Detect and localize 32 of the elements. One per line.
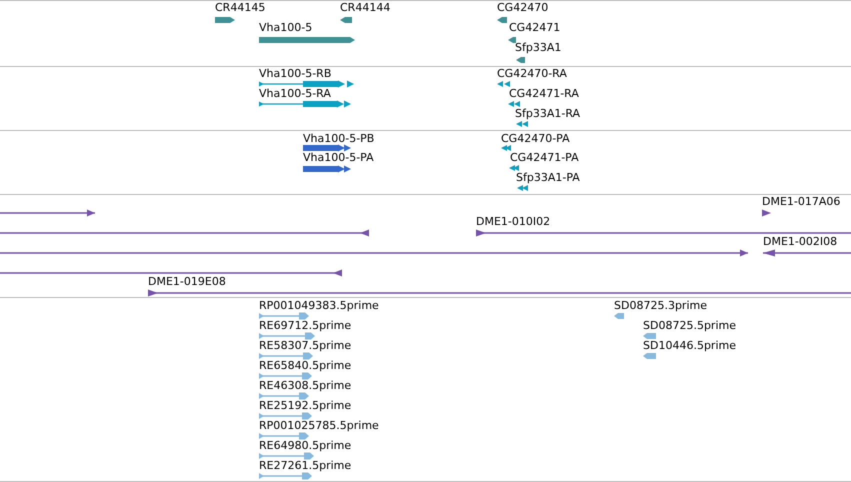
feature-label: CR44145 <box>215 1 266 15</box>
feature-label: SD08725.3prime <box>614 299 707 313</box>
feature-label: DME1-017A06 <box>762 195 840 209</box>
feature-label: RE58307.5prime <box>259 339 352 353</box>
feature-label: SD10446.5prime <box>643 339 736 353</box>
feature-label: Vha100-5-PA <box>303 151 374 165</box>
feature-label: RP001025785.5prime <box>259 419 379 433</box>
feature-label: SD08725.5prime <box>643 319 736 333</box>
feature-label: Vha100-5-PB <box>303 132 374 146</box>
feature-label: RE27261.5prime <box>259 459 352 473</box>
feature-label: DME1-019E08 <box>148 275 226 289</box>
feature-label: Vha100-5 <box>259 21 312 35</box>
feature-label: CG42471-PA <box>510 151 579 165</box>
feature-label: DME1-002I08 <box>763 235 838 249</box>
feature-label: RE64980.5prime <box>259 439 352 453</box>
feature-label: Sfp33A1-RA <box>515 107 580 121</box>
feature-label: CG42471-RA <box>509 87 579 101</box>
feature-label: CG42471 <box>509 21 560 35</box>
feature-label: RE65840.5prime <box>259 359 352 373</box>
feature-label: CG42470 <box>497 1 548 15</box>
feature-label: RE25192.5prime <box>259 399 352 413</box>
feature-label: RE46308.5prime <box>259 379 352 393</box>
feature-label: CG42470-PA <box>501 132 570 146</box>
feature-label: Vha100-5-RA <box>259 87 331 101</box>
feature-label: Vha100-5-RB <box>259 67 332 81</box>
feature-label: RP001049383.5prime <box>259 299 379 313</box>
feature-label: RE69712.5prime <box>259 319 352 333</box>
feature-label: DME1-010I02 <box>476 215 550 229</box>
feature-label: Sfp33A1 <box>515 41 562 55</box>
feature-label: Sfp33A1-PA <box>516 171 580 185</box>
feature-label: CR44144 <box>340 1 390 15</box>
feature-label: CG42470-RA <box>497 67 567 81</box>
